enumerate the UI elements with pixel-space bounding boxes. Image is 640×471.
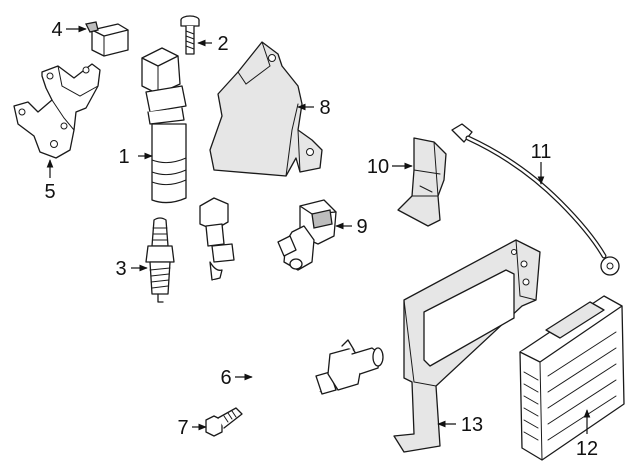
callout-10: 10	[367, 156, 389, 178]
callout-labels: 1 2 3 4 5 6 7 8 9 10 11 12 13	[44, 19, 598, 460]
bolt-part-7	[205, 407, 243, 437]
callout-13: 13	[461, 414, 483, 436]
callout-2: 2	[217, 33, 228, 55]
spark-plug-part-3	[145, 217, 175, 303]
ecu-part-12	[519, 295, 625, 461]
heat-shield-part-8	[209, 41, 323, 177]
callout-12: 12	[576, 438, 598, 460]
bracket-part-10	[397, 137, 447, 227]
callout-8: 8	[319, 97, 330, 119]
callout-5: 5	[44, 181, 55, 203]
cam-sensor-part-9	[277, 199, 337, 271]
relay-part-4	[85, 21, 129, 57]
callout-4: 4	[51, 19, 62, 41]
callout-3: 3	[115, 258, 126, 280]
leader-lines	[46, 25, 591, 434]
ecu-bracket-part-13	[393, 239, 541, 453]
cable-part-11	[451, 123, 620, 276]
bracket-part-5	[13, 63, 101, 159]
sensor-harness-part-6	[199, 197, 384, 408]
callout-11: 11	[531, 141, 552, 163]
callout-7: 7	[177, 417, 188, 439]
callout-1: 1	[118, 146, 129, 168]
callout-6: 6	[220, 367, 231, 389]
ignition-coil-part-1	[141, 47, 187, 204]
callout-9: 9	[356, 216, 367, 238]
bolt-part-2	[180, 15, 200, 55]
